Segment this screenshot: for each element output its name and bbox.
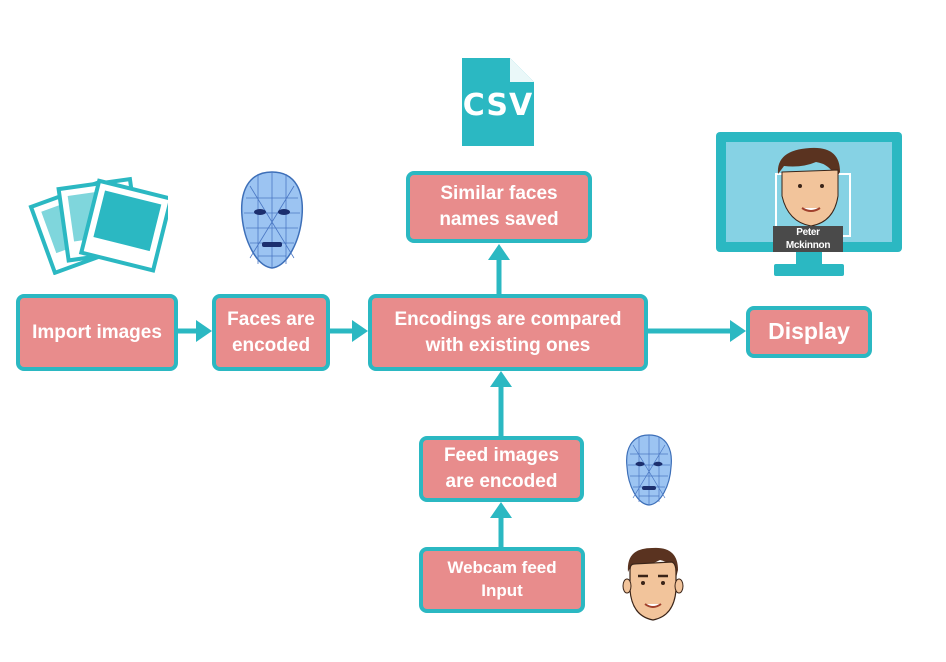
faces-encoded-node: Faces are encoded bbox=[212, 294, 330, 371]
monitor-display-icon bbox=[716, 132, 902, 276]
csv-label: CSV bbox=[462, 88, 534, 123]
monitor-name-tag: Peter Mckinnon bbox=[773, 226, 843, 252]
face-mesh-small-icon bbox=[626, 434, 672, 506]
similar-faces-node: Similar faces names saved bbox=[406, 171, 592, 243]
encodings-compared-node: Encodings are compared with existing one… bbox=[368, 294, 648, 371]
face-mesh-icon bbox=[240, 171, 304, 269]
webcam-feed-node: Webcam feed Input bbox=[419, 547, 585, 613]
feed-images-node: Feed images are encoded bbox=[419, 436, 584, 502]
display-node: Display bbox=[746, 306, 872, 358]
import-images-node: Import images bbox=[16, 294, 178, 371]
cartoon-face-icon bbox=[622, 547, 684, 621]
csv-file-icon bbox=[462, 58, 534, 146]
photos-stack-icon bbox=[28, 176, 168, 275]
